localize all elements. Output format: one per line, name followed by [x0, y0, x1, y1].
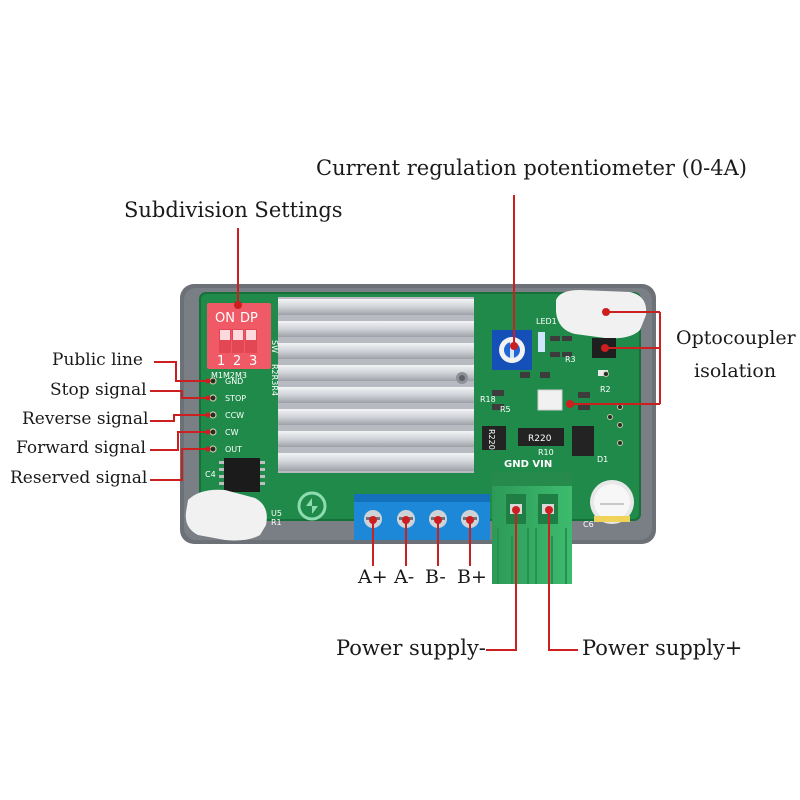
- r220-a-label: R220: [487, 429, 496, 450]
- power-terminal-block: [492, 472, 572, 584]
- small-ic: [537, 389, 563, 411]
- c4-label: C4: [205, 470, 216, 479]
- r10-label: R10: [538, 448, 554, 457]
- dip-dp-label: DP: [240, 311, 258, 326]
- pin-out-label: OUT: [225, 445, 242, 454]
- potentiometer: [492, 330, 532, 370]
- label-b-minus: B-: [425, 566, 446, 588]
- dip-switch: [207, 303, 271, 369]
- label-reverse-signal: Reverse signal: [22, 409, 149, 429]
- r220-b-label: R220: [528, 434, 552, 444]
- label-optocoupler-line2: isolation: [694, 360, 777, 382]
- label-reserved-signal: Reserved signal: [10, 468, 148, 488]
- motor-terminal-block: [354, 494, 490, 540]
- label-a-minus: A-: [394, 566, 415, 588]
- m-row-label: M1M2M3: [211, 371, 247, 380]
- label-optocoupler-line1: Optocoupler: [676, 327, 796, 349]
- label-forward-signal: Forward signal: [16, 438, 146, 458]
- electrolytic-capacitor: [590, 480, 634, 524]
- pin-cw-label: CW: [225, 428, 239, 437]
- dip-on-label: ON: [215, 311, 235, 326]
- mount-clip-bottom: [185, 489, 267, 541]
- r5-label: R5: [500, 405, 511, 414]
- dip-1-label: 1: [217, 354, 225, 369]
- r2-label: R2: [600, 385, 611, 394]
- brand-logo: [297, 491, 327, 521]
- label-subdivision: Subdivision Settings: [124, 198, 343, 222]
- pin-stop-label: STOP: [225, 394, 246, 403]
- dip-3-label: 3: [249, 354, 257, 369]
- led1-label: LED1: [536, 317, 557, 326]
- leader-lines: [150, 195, 661, 651]
- d1-label: D1: [597, 455, 608, 464]
- mount-clip-top: [556, 290, 647, 339]
- r18-label: R18: [480, 395, 496, 404]
- label-a-plus: A+: [358, 566, 388, 588]
- sw-label: SW: [270, 340, 279, 353]
- dip-2-label: 2: [233, 354, 241, 369]
- pin-ccw-label: CCW: [225, 411, 244, 420]
- heatsink: [278, 297, 474, 473]
- label-stop-signal: Stop signal: [50, 380, 147, 400]
- pin-gnd-label: GND: [225, 377, 243, 386]
- u5-label: U5: [271, 509, 282, 518]
- signal-pins: [209, 377, 217, 453]
- label-b-plus: B+: [457, 566, 487, 588]
- gnd-vin-label: GND VIN: [504, 459, 552, 470]
- r1-label: R1: [271, 518, 282, 527]
- label-power-plus: Power supply+: [582, 636, 743, 660]
- leader-dots: [205, 301, 610, 524]
- label-public-line: Public line: [52, 350, 143, 370]
- r3-label: R3: [565, 355, 576, 364]
- c6-label: C6: [583, 520, 594, 529]
- r-side-label: R2R3R4: [270, 364, 279, 396]
- ic-chip: [219, 458, 265, 492]
- label-potentiometer: Current regulation potentiometer (0-4A): [316, 156, 747, 180]
- label-power-minus: Power supply-: [336, 636, 486, 660]
